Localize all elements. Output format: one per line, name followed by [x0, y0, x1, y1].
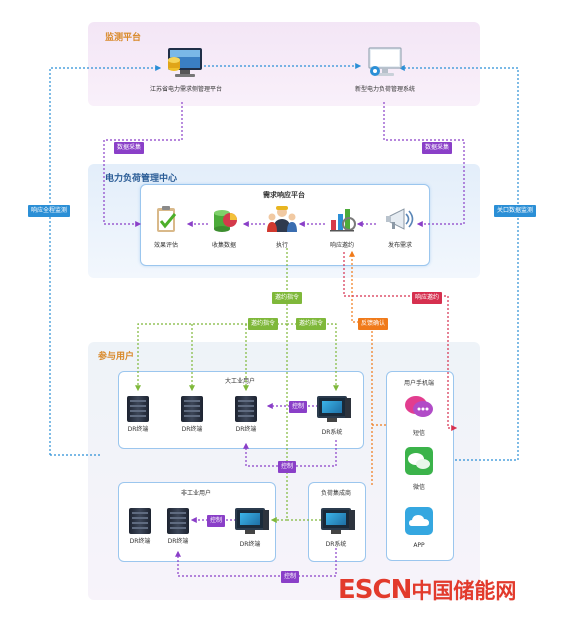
- step-label: 执行: [275, 242, 288, 249]
- desktop-screen-icon: [368, 47, 402, 76]
- load-system-label: 新型电力负荷管理系统: [354, 86, 415, 93]
- control-tag-nonindustrial: 控制: [207, 515, 226, 527]
- mobile-title: 用户手机端: [403, 380, 434, 387]
- monitor-panel-title: 监测平台: [105, 33, 142, 43]
- computer-icon: [235, 508, 269, 534]
- bar-chart-icon: [330, 209, 356, 232]
- invite-cmd-tag-left: 邀约指令: [248, 318, 279, 330]
- confirm-tag: 反馈确认: [358, 318, 389, 330]
- step-label: 效果评估: [153, 242, 178, 249]
- mobile-label: APP: [413, 542, 425, 549]
- industrial-terminal-1[interactable]: DR终端: [110, 396, 166, 433]
- invite-cmd-tag-right: 邀约指令: [296, 318, 327, 330]
- mobile-label: 微信: [412, 484, 425, 491]
- device-label: DR系统: [325, 541, 347, 548]
- monitor-computer-icon: [168, 48, 202, 77]
- control-industrial-down: [243, 440, 337, 467]
- step-label: 收集数据: [211, 242, 236, 249]
- aggregator-dr-system[interactable]: DR系统: [308, 508, 364, 548]
- mobile-app[interactable]: APP: [391, 506, 447, 549]
- wechat-icon: [405, 447, 433, 475]
- industrial-dr-system[interactable]: DR系统: [304, 396, 360, 436]
- response-invite-tag: 响应邀约: [412, 292, 443, 304]
- step-execute[interactable]: 执行: [254, 204, 310, 249]
- clipboard-check-icon: [157, 206, 177, 232]
- data-collect-tag-right: 数据采集: [422, 142, 453, 154]
- industrial-terminal-2[interactable]: DR终端: [164, 396, 220, 433]
- step-label: 发布需求: [387, 242, 412, 249]
- megaphone-icon: [386, 208, 414, 230]
- center-panel-title: 电力负荷管理中心: [105, 174, 178, 184]
- step-evaluate[interactable]: 效果评估: [138, 204, 194, 249]
- device-label: DR终端: [167, 538, 189, 545]
- step-collect[interactable]: 收集数据: [196, 204, 252, 249]
- device-label: DR终端: [129, 538, 151, 545]
- control-aggregator: [175, 548, 337, 577]
- control-tag-industrial: 控制: [289, 401, 308, 413]
- device-label: DR终端: [239, 541, 261, 548]
- watermark-cn: 中国储能网: [411, 579, 517, 603]
- response-invite-line: [343, 252, 458, 431]
- server-icon: [129, 508, 151, 534]
- cloud-app-icon: [405, 507, 433, 535]
- dr-platform-title: 需求响应平台: [263, 191, 305, 199]
- industrial-terminal-3[interactable]: DR终端: [218, 396, 274, 433]
- provincial-platform-label: 江苏省电力需求侧管理平台: [150, 86, 223, 93]
- nonindustrial-terminal-1[interactable]: DR终端: [112, 508, 168, 545]
- aggregator-title: 负荷集成商: [320, 490, 351, 497]
- feedback-line: [349, 250, 373, 485]
- step-publish[interactable]: 发布需求: [372, 204, 428, 249]
- gateway-monitor-tag: 关口数据监测: [494, 205, 537, 217]
- nonindustrial-title: 非工业用户: [180, 490, 211, 497]
- mobile-wechat[interactable]: 微信: [391, 446, 447, 491]
- control-tag-industrial-down: 控制: [278, 461, 297, 473]
- device-label: DR系统: [321, 429, 343, 436]
- watermark-latin: ESCN: [338, 575, 412, 605]
- data-collect-left-line: [103, 102, 183, 227]
- device-label: DR终端: [235, 426, 257, 433]
- chat-bubble-icon: [405, 396, 433, 417]
- server-icon: [181, 396, 203, 422]
- step-label: 响应邀约: [329, 242, 354, 249]
- device-label: DR终端: [181, 426, 203, 433]
- database-icon: [214, 210, 237, 232]
- invite-cmd-main: [270, 248, 288, 523]
- provincial-platform-node[interactable]: 江苏省电力需求侧管理平台: [150, 46, 223, 93]
- load-system-node[interactable]: 新型电力负荷管理系统: [350, 46, 420, 93]
- step-respond[interactable]: 响应邀约: [314, 204, 370, 249]
- response-monitor-line: [49, 65, 162, 455]
- gateway-monitor-line: [398, 65, 519, 461]
- computer-icon: [317, 396, 351, 422]
- data-collect-right-line: [383, 102, 465, 227]
- users-panel-title: 参与用户: [98, 352, 135, 362]
- nonindustrial-terminal-2[interactable]: DR终端: [150, 508, 206, 545]
- server-icon: [167, 508, 189, 534]
- mobile-label: 短信: [412, 430, 425, 437]
- escn-watermark: ESCN中国储能网: [338, 576, 516, 607]
- response-monitor-tag: 响应全程监测: [28, 205, 71, 217]
- server-icon: [127, 396, 149, 422]
- industrial-title: 大工业用户: [224, 378, 255, 385]
- people-icon: [267, 206, 297, 232]
- invite-cmd-tag-main: 邀约指令: [272, 292, 303, 304]
- data-collect-tag-left: 数据采集: [114, 142, 145, 154]
- device-label: DR终端: [127, 426, 149, 433]
- mobile-sms[interactable]: 短信: [391, 392, 447, 437]
- nonindustrial-terminal-3[interactable]: DR终端: [222, 508, 278, 548]
- server-icon: [235, 396, 257, 422]
- computer-icon: [321, 508, 355, 534]
- control-tag-aggregator: 控制: [281, 571, 300, 583]
